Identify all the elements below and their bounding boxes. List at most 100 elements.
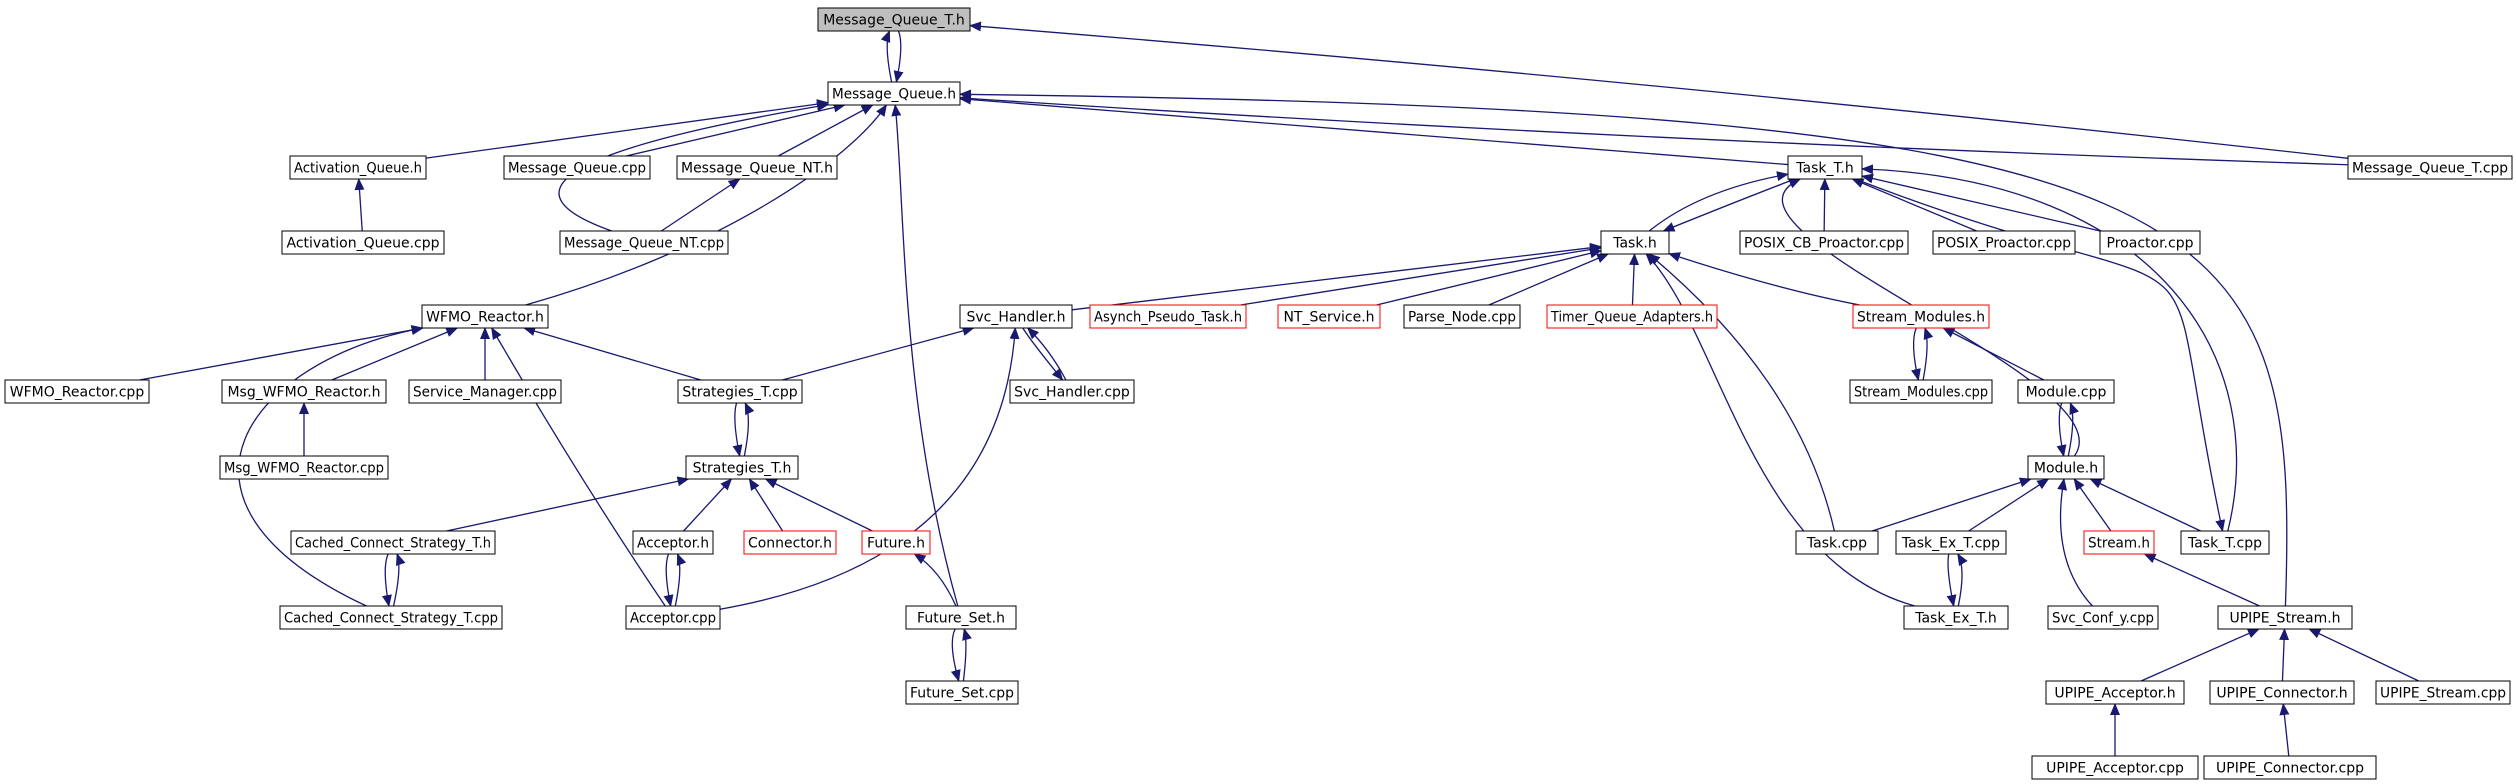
node-asynch-pseudo-task-h[interactable]: Asynch_Pseudo_Task.h xyxy=(1089,304,1247,329)
node-box[interactable] xyxy=(4,379,150,404)
node-box[interactable] xyxy=(2347,155,2513,180)
node-nt-service-h[interactable]: NT_Service.h xyxy=(1277,304,1381,329)
node-box[interactable] xyxy=(279,605,503,630)
node-stream-h[interactable]: Stream.h xyxy=(2083,530,2155,555)
node-msg-wfmo-reactor-h[interactable]: Msg_WFMO_Reactor.h xyxy=(221,379,387,404)
node-box[interactable] xyxy=(1277,304,1381,329)
node-service-manager-cpp[interactable]: Service_Manager.cpp xyxy=(408,379,562,404)
node-box[interactable] xyxy=(1849,379,1993,404)
node-upipe-stream-cpp[interactable]: UPIPE_Stream.cpp xyxy=(2375,680,2511,705)
node-activation-queue-h[interactable]: Activation_Queue.h xyxy=(289,155,427,180)
node-box[interactable] xyxy=(1403,304,1521,329)
node-stream-modules-h[interactable]: Stream_Modules.h xyxy=(1852,304,1990,329)
node-box[interactable] xyxy=(2203,755,2377,780)
node-box[interactable] xyxy=(632,530,714,555)
node-box[interactable] xyxy=(905,680,1019,705)
node-task-ex-t-h[interactable]: Task_Ex_T.h xyxy=(1903,605,2009,630)
node-strategies-t-h[interactable]: Strategies_T.h xyxy=(685,455,799,480)
node-message-queue-t-h[interactable]: Message_Queue_T.h xyxy=(817,7,971,32)
node-posix-cb-proactor-cpp[interactable]: POSIX_CB_Proactor.cpp xyxy=(1739,230,1909,255)
node-box[interactable] xyxy=(1852,304,1990,329)
node-activation-queue-cpp[interactable]: Activation_Queue.cpp xyxy=(281,230,445,255)
node-future-h[interactable]: Future.h xyxy=(861,530,931,555)
node-svc-conf-y-cpp[interactable]: Svc_Conf_y.cpp xyxy=(2047,605,2159,630)
node-upipe-connector-cpp[interactable]: UPIPE_Connector.cpp xyxy=(2203,755,2377,780)
node-box[interactable] xyxy=(408,379,562,404)
node-posix-proactor-cpp[interactable]: POSIX_Proactor.cpp xyxy=(1932,230,2076,255)
node-cached-connect-strategy-t-h[interactable]: Cached_Connect_Strategy_T.h xyxy=(290,530,496,555)
node-box[interactable] xyxy=(2027,455,2105,480)
node-msg-wfmo-reactor-cpp[interactable]: Msg_WFMO_Reactor.cpp xyxy=(219,455,389,480)
node-box[interactable] xyxy=(905,605,1017,630)
node-box[interactable] xyxy=(685,455,799,480)
node-parse-node-cpp[interactable]: Parse_Node.cpp xyxy=(1403,304,1521,329)
node-box[interactable] xyxy=(743,530,837,555)
node-box[interactable] xyxy=(503,155,651,180)
node-box[interactable] xyxy=(1600,230,1670,255)
node-box[interactable] xyxy=(1089,304,1247,329)
node-proactor-cpp[interactable]: Proactor.cpp xyxy=(2099,230,2201,255)
node-upipe-acceptor-cpp[interactable]: UPIPE_Acceptor.cpp xyxy=(2031,755,2199,780)
node-message-queue-cpp[interactable]: Message_Queue.cpp xyxy=(503,155,651,180)
node-svc-handler-h[interactable]: Svc_Handler.h xyxy=(959,304,1073,329)
node-message-queue-nt-h[interactable]: Message_Queue_NT.h xyxy=(676,155,838,180)
node-box[interactable] xyxy=(2217,605,2353,630)
node-future-set-cpp[interactable]: Future_Set.cpp xyxy=(905,680,1019,705)
node-box[interactable] xyxy=(2180,530,2270,555)
node-box[interactable] xyxy=(1009,379,1135,404)
node-upipe-connector-h[interactable]: UPIPE_Connector.h xyxy=(2209,680,2355,705)
node-box[interactable] xyxy=(827,81,961,106)
node-task-t-h[interactable]: Task_T.h xyxy=(1787,155,1863,180)
node-acceptor-cpp[interactable]: Acceptor.cpp xyxy=(625,605,721,630)
node-module-h[interactable]: Module.h xyxy=(2027,455,2105,480)
node-box[interactable] xyxy=(221,379,387,404)
node-box[interactable] xyxy=(861,530,931,555)
node-task-h[interactable]: Task.h xyxy=(1600,230,1670,255)
node-task-cpp[interactable]: Task.cpp xyxy=(1795,530,1879,555)
node-box[interactable] xyxy=(1932,230,2076,255)
node-box[interactable] xyxy=(959,304,1073,329)
node-connector-h[interactable]: Connector.h xyxy=(743,530,837,555)
node-wfmo-reactor-cpp[interactable]: WFMO_Reactor.cpp xyxy=(4,379,150,404)
node-message-queue-nt-cpp[interactable]: Message_Queue_NT.cpp xyxy=(559,230,729,255)
node-box[interactable] xyxy=(1903,605,2009,630)
node-module-cpp[interactable]: Module.cpp xyxy=(2017,379,2115,404)
node-task-t-cpp[interactable]: Task_T.cpp xyxy=(2180,530,2270,555)
node-box[interactable] xyxy=(2017,379,2115,404)
node-box[interactable] xyxy=(2209,680,2355,705)
node-box[interactable] xyxy=(290,530,496,555)
node-upipe-acceptor-h[interactable]: UPIPE_Acceptor.h xyxy=(2045,680,2185,705)
node-svc-handler-cpp[interactable]: Svc_Handler.cpp xyxy=(1009,379,1135,404)
node-box[interactable] xyxy=(2083,530,2155,555)
node-box[interactable] xyxy=(2045,680,2185,705)
node-box[interactable] xyxy=(219,455,389,480)
node-box[interactable] xyxy=(1895,530,2007,555)
node-box[interactable] xyxy=(2031,755,2199,780)
node-cached-connect-strategy-t-cpp[interactable]: Cached_Connect_Strategy_T.cpp xyxy=(279,605,503,630)
node-message-queue-t-cpp[interactable]: Message_Queue_T.cpp xyxy=(2347,155,2513,180)
node-box[interactable] xyxy=(281,230,445,255)
node-box[interactable] xyxy=(677,379,803,404)
node-box[interactable] xyxy=(1546,304,1718,329)
node-box[interactable] xyxy=(1739,230,1909,255)
node-wfmo-reactor-h[interactable]: WFMO_Reactor.h xyxy=(421,304,549,329)
node-stream-modules-cpp[interactable]: Stream_Modules.cpp xyxy=(1849,379,1993,404)
node-acceptor-h[interactable]: Acceptor.h xyxy=(632,530,714,555)
node-box[interactable] xyxy=(625,605,721,630)
node-box[interactable] xyxy=(2047,605,2159,630)
node-box[interactable] xyxy=(676,155,838,180)
node-message-queue-h[interactable]: Message_Queue.h xyxy=(827,81,961,106)
node-box[interactable] xyxy=(2375,680,2511,705)
node-box[interactable] xyxy=(817,7,971,32)
node-upipe-stream-h[interactable]: UPIPE_Stream.h xyxy=(2217,605,2353,630)
node-box[interactable] xyxy=(1787,155,1863,180)
node-box[interactable] xyxy=(559,230,729,255)
node-box[interactable] xyxy=(2099,230,2201,255)
node-box[interactable] xyxy=(421,304,549,329)
node-timer-queue-adapters-h[interactable]: Timer_Queue_Adapters.h xyxy=(1546,304,1718,329)
node-future-set-h[interactable]: Future_Set.h xyxy=(905,605,1017,630)
node-box[interactable] xyxy=(289,155,427,180)
node-box[interactable] xyxy=(1795,530,1879,555)
node-strategies-t-cpp[interactable]: Strategies_T.cpp xyxy=(677,379,803,404)
node-task-ex-t-cpp[interactable]: Task_Ex_T.cpp xyxy=(1895,530,2007,555)
